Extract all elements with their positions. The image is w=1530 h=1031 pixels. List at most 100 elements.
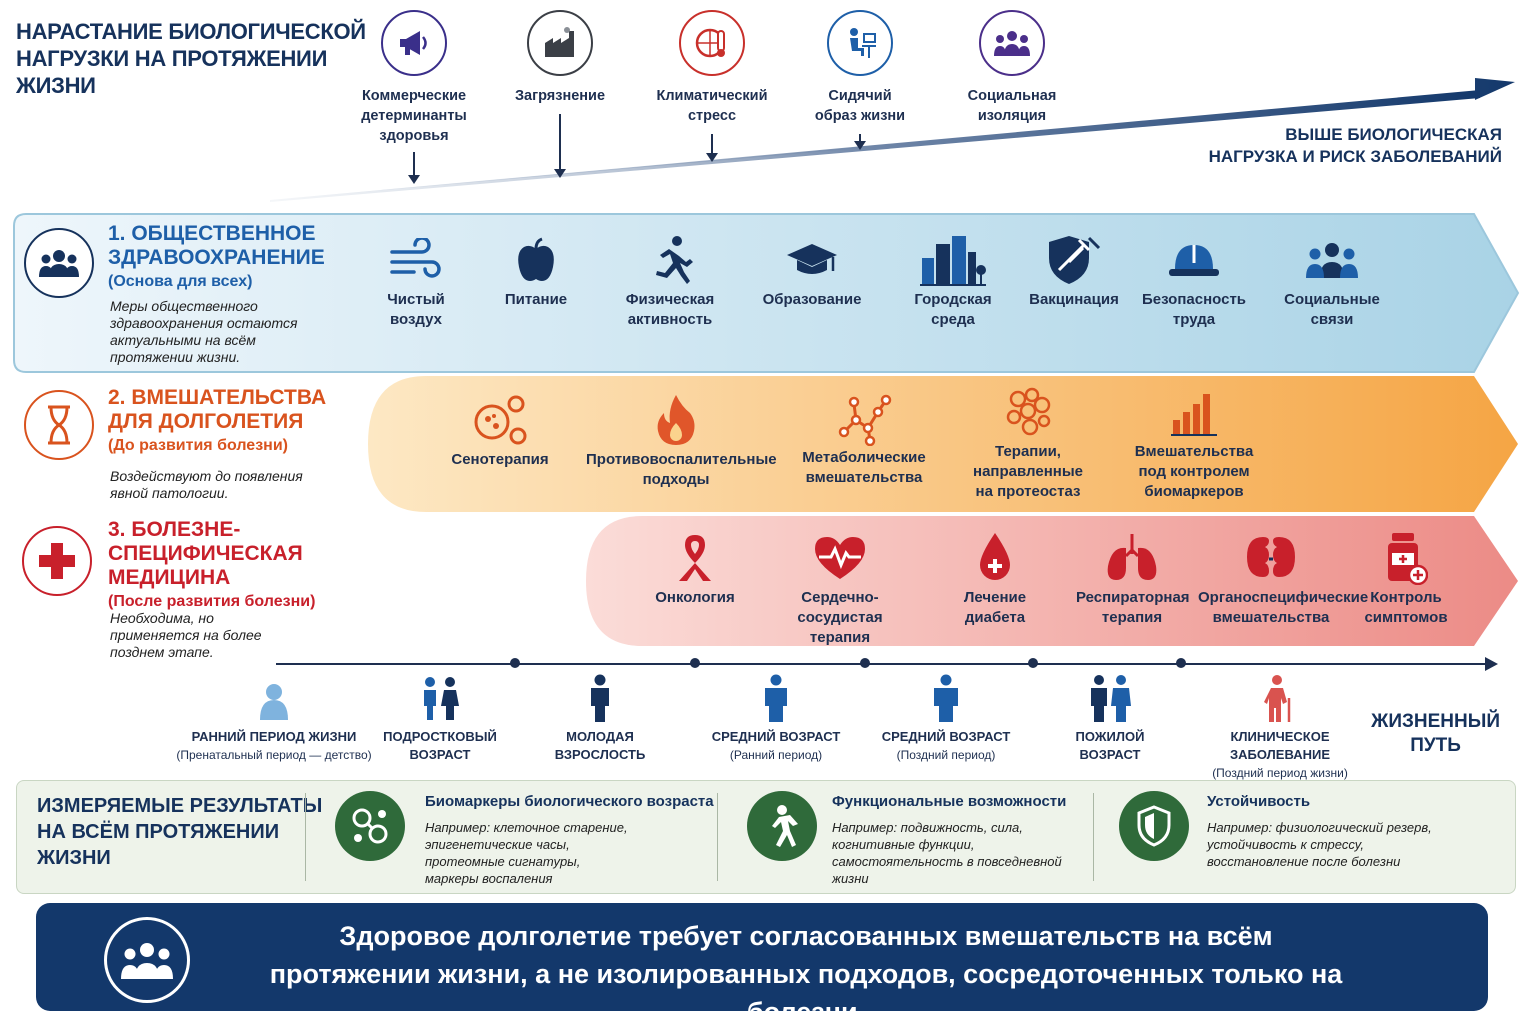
tier-disease-desc: Необходима, но применяется на более позд… (110, 610, 262, 660)
stage-young-adulthood: МОЛОДАЯ ВЗРОСЛОСТЬ (540, 674, 660, 764)
exposure-isolation: Социальная изоляция (952, 10, 1072, 126)
kidneys-icon (1198, 530, 1344, 586)
late-middle-adult-icon (876, 674, 1016, 722)
factory-icon (527, 10, 593, 76)
city-icon (893, 232, 1013, 288)
hard-hat-icon (1134, 232, 1254, 288)
stage-early-midlife: СРЕДНИЙ ВОЗРАСТ (Ранний период) (706, 674, 846, 764)
item-clean-air: Чистый воздух (356, 232, 476, 330)
medical-cross-icon (22, 526, 92, 596)
elderly-cane-icon (1186, 675, 1374, 722)
item-metabolic: Метаболические вмешательства (796, 390, 932, 488)
axis-dot (1028, 658, 1038, 668)
burden-wedge-arrow (270, 78, 1515, 202)
medicine-bottle-icon (1352, 530, 1460, 586)
tier-longevity-desc: Воздействуют до появления явной патологи… (110, 468, 303, 501)
outcome-heading: Биомаркеры биологического возраста (425, 793, 714, 810)
stage-early-life: РАННИЙ ПЕРИОД ЖИЗНИ (Пренатальный период… (176, 676, 372, 764)
exposure-sedentary: Сидячий образ жизни (800, 10, 920, 150)
people-group-icon (1272, 232, 1392, 288)
item-social-connections: Социальные связи (1272, 232, 1392, 330)
tier-disease-title: 3. БОЛЕЗНЕ- СПЕЦИФИЧЕСКАЯ МЕДИЦИНА (Посл… (108, 518, 316, 610)
stage-late-midlife: СРЕДНИЙ ВОЗРАСТ (Поздний период) (876, 674, 1016, 764)
item-urban-environment: Городская среда (893, 232, 1013, 330)
outcome-desc: Например: подвижность, сила, когнитивные… (832, 820, 1062, 886)
axis-dot (1176, 658, 1186, 668)
biomarker-icon (335, 791, 405, 861)
title-line: НАГРУЗКИ НА ПРОТЯЖЕНИИ ЖИЗНИ (16, 46, 328, 98)
desk-worker-icon (827, 10, 893, 76)
teens-icon (380, 676, 500, 722)
baby-icon (176, 676, 372, 722)
cells-icon (440, 392, 560, 448)
stage-clinical-disease: КЛИНИЧЕСКОЕ ЗАБОЛЕВАНИЕ (Поздний период … (1186, 675, 1374, 782)
divider (1093, 793, 1094, 881)
outcome-desc: Например: клеточное старение, эпигенетич… (425, 820, 628, 886)
people-group-icon (24, 228, 94, 298)
runner-icon (608, 232, 732, 288)
item-biomarker-guided: Вмешательства под контролем биомаркеров (1128, 384, 1260, 502)
middle-adult-icon (706, 674, 846, 722)
flame-icon (586, 392, 766, 448)
public-health-band (13, 213, 1520, 373)
isolated-people-icon (979, 10, 1045, 76)
item-proteostasis: Терапии, направленные на протеостаз (964, 384, 1092, 502)
lungs-icon (1076, 530, 1188, 586)
divider (305, 793, 306, 881)
item-senotherapy: Сенотерапия (440, 392, 560, 470)
axis-dot (860, 658, 870, 668)
young-adult-icon (540, 674, 660, 722)
people-group-icon (104, 917, 190, 1003)
item-anti-inflammatory: Противовоспалительные подходы (586, 392, 777, 490)
bar-chart-icon (1128, 384, 1260, 440)
axis-dot (690, 658, 700, 668)
outcome-heading: Функциональные возможности (832, 793, 1067, 810)
tier-public-health-desc: Меры общественного здравоохранения остаю… (110, 298, 298, 365)
item-nutrition: Питание (476, 232, 596, 310)
item-vaccination: Вакцинация (1014, 232, 1134, 310)
item-cardiovascular: Сердечно-сосудистая терапия (760, 530, 920, 648)
shield-syringe-icon (1014, 232, 1134, 288)
graduation-cap-icon (752, 232, 872, 288)
item-symptom-control: Контроль симптомов (1352, 530, 1460, 628)
outcome-heading: Устойчивость (1207, 793, 1311, 810)
higher-burden-label: ВЫШЕ БИОЛОГИЧЕСКАЯ НАГРУЗКА И РИСК ЗАБОЛ… (1208, 125, 1502, 166)
axis-dot (510, 658, 520, 668)
exposure-climate: Климатический стресс (652, 10, 772, 162)
item-physical-activity: Физическая активность (608, 232, 732, 330)
divider (717, 793, 718, 881)
title-line: НАРАСТАНИЕ БИОЛОГИЧЕСКОЙ (16, 19, 366, 44)
tier-public-health-title: 1. ОБЩЕСТВЕННОЕ ЗДРАВООХРАНЕНИЕ (Основа … (108, 222, 325, 290)
exposure-pollution: Загрязнение (500, 10, 620, 178)
ribbon-icon (640, 530, 750, 586)
conclusion-banner: Здоровое долголетие требует согласованны… (36, 903, 1488, 1027)
item-diabetes: Лечение диабета (940, 530, 1050, 628)
outcomes-panel: ИЗМЕРЯЕМЫЕ РЕЗУЛЬТАТЫ НА ВСЁМ ПРОТЯЖЕНИИ… (16, 780, 1516, 894)
item-occupational-safety: Безопасность труда (1134, 232, 1254, 330)
item-respiratory: Респираторная терапия (1076, 530, 1190, 628)
item-education: Образование (752, 232, 872, 310)
outcomes-title: ИЗМЕРЯЕМЫЕ РЕЗУЛЬТАТЫ НА ВСЁМ ПРОТЯЖЕНИИ… (37, 795, 323, 869)
diagram-title: НАРАСТАНИЕ БИОЛОГИЧЕСКОЙ НАГРУЗКИ НА ПРО… (16, 18, 376, 99)
thermometer-globe-icon (679, 10, 745, 76)
tier-longevity-title: 2. ВМЕШАТЕЛЬСТВА ДЛЯ ДОЛГОЛЕТИЯ (До разв… (108, 386, 327, 454)
walking-person-icon (747, 791, 817, 861)
item-organ-specific: Органоспецифические вмешательства (1198, 530, 1368, 628)
life-course-axis (276, 657, 1498, 671)
stage-adolescence: ПОДРОСТКОВЫЙ ВОЗРАСТ (380, 676, 500, 764)
heart-pulse-icon (760, 530, 920, 586)
life-path-label: ЖИЗНЕННЫЙ ПУТЬ (1371, 711, 1500, 756)
apple-icon (476, 232, 596, 288)
molecule-icon (796, 390, 932, 446)
protein-icon (964, 384, 1092, 440)
stage-older-age: ПОЖИЛОЙ ВОЗРАСТ (1050, 675, 1170, 764)
shield-icon (1119, 791, 1189, 861)
wind-icon (356, 232, 476, 288)
exposure-commercial: Коммерческие детерминанты здоровья (354, 10, 474, 184)
hourglass-icon (24, 390, 94, 460)
outcome-desc: Например: физиологический резерв, устойч… (1207, 820, 1432, 869)
conclusion-text: Здоровое долголетие требует согласованны… (269, 921, 1343, 1027)
longevity-band (368, 376, 1518, 512)
megaphone-icon (381, 10, 447, 76)
elderly-couple-icon (1050, 675, 1170, 722)
